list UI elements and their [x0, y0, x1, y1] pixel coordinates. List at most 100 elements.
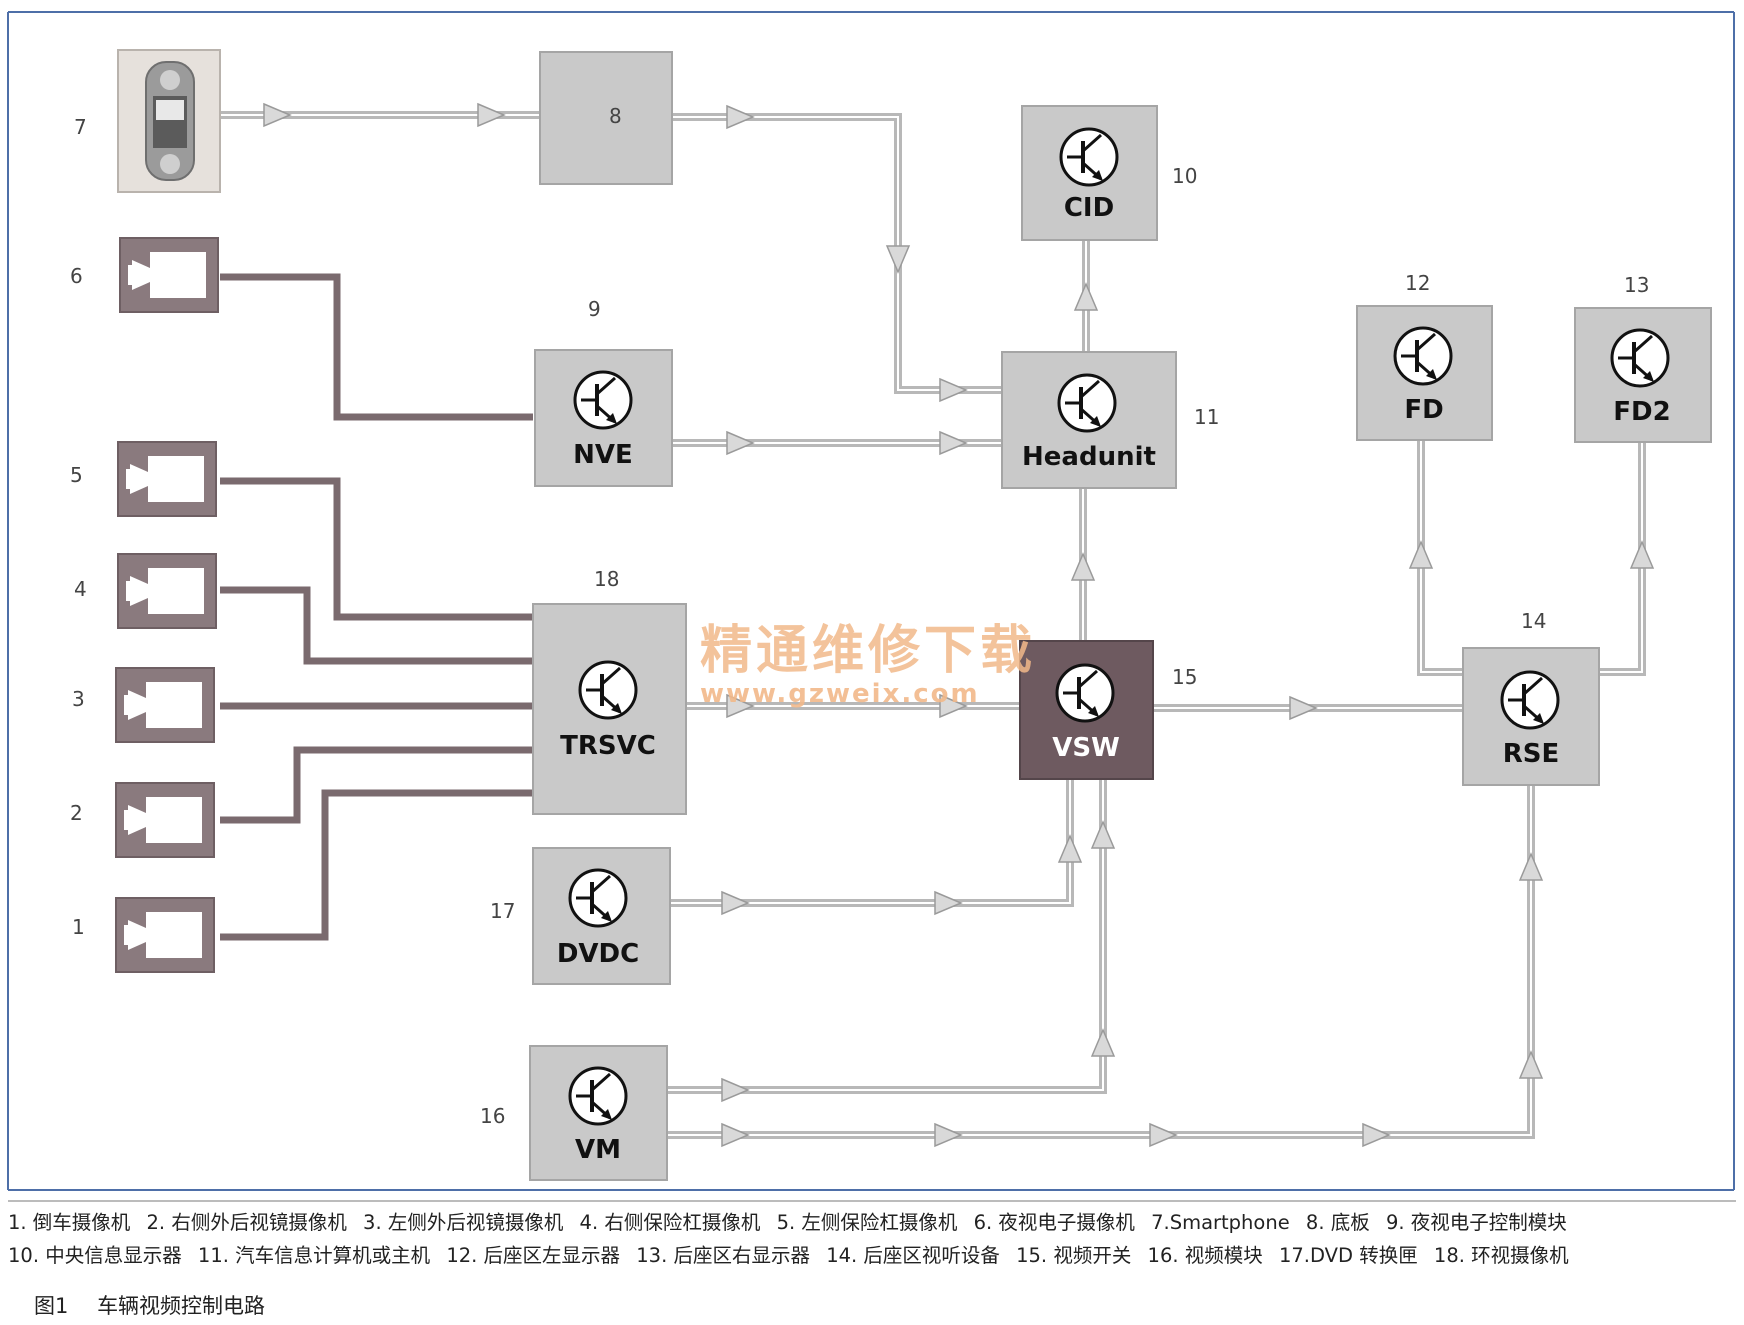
line-camera2-to-trsvc	[220, 746, 533, 824]
arrow-right	[1362, 1122, 1391, 1148]
legend-item: 7.Smartphone	[1151, 1211, 1290, 1234]
fd-node: FD	[1356, 305, 1493, 441]
vsw-label: VSW	[1052, 733, 1120, 763]
vsw-node: VSW	[1019, 640, 1154, 780]
camera-6	[119, 237, 219, 313]
number-6: 6	[70, 264, 83, 288]
caption-separator	[8, 1200, 1736, 1202]
cid-label: CID	[1064, 193, 1114, 223]
legend-item: 15. 视频开关	[1016, 1244, 1132, 1267]
watermark-title: 精通维修下载	[700, 620, 1036, 681]
number-2: 2	[70, 801, 83, 825]
legend-item: 4. 右侧保险杠摄像机	[579, 1211, 761, 1234]
number-11: 11	[1194, 405, 1219, 429]
transistor-icon	[578, 660, 638, 720]
camera-icon	[117, 553, 217, 629]
trsvc-label: TRSVC	[560, 731, 656, 761]
transistor-icon	[1057, 373, 1117, 433]
line-nightvision-camera-to-nve	[220, 273, 533, 421]
arrow-up	[1090, 820, 1116, 849]
legend-item: 8. 底板	[1305, 1211, 1370, 1234]
number-12: 12	[1405, 271, 1430, 295]
number-15: 15	[1172, 665, 1197, 689]
smartphone-node	[117, 49, 221, 193]
legend-item: 10. 中央信息显示器	[8, 1244, 182, 1267]
arrow-down	[885, 245, 911, 274]
vm-label: VM	[575, 1135, 621, 1165]
transistor-icon	[1059, 127, 1119, 187]
arrow-right	[726, 430, 755, 456]
dvdc-label: DVDC	[557, 939, 639, 969]
number-18: 18	[594, 567, 619, 591]
line-vm-to-vsw	[667, 780, 1107, 1094]
number-14: 14	[1521, 609, 1546, 633]
legend-item: 13. 后座区右显示器	[636, 1244, 810, 1267]
arrow-right	[934, 1122, 963, 1148]
arrow-right	[1149, 1122, 1178, 1148]
camera-2	[115, 782, 215, 858]
headunit-label: Headunit	[1022, 442, 1156, 472]
arrow-right	[939, 693, 968, 719]
number-10: 10	[1172, 164, 1197, 188]
number-7: 7	[74, 115, 87, 139]
line-board-to-headunit	[672, 113, 1002, 394]
rse-label: RSE	[1503, 739, 1560, 769]
fd2-label: FD2	[1613, 397, 1670, 427]
figure-title: 图1 车辆视频控制电路	[34, 1290, 287, 1320]
number-13: 13	[1624, 273, 1649, 297]
camera-3	[115, 667, 215, 743]
line-dvdc-to-vsw	[670, 780, 1074, 907]
legend-item: 3. 左侧外后视镜摄像机	[363, 1211, 564, 1234]
arrow-right	[726, 693, 755, 719]
camera-4	[117, 553, 217, 629]
legend-item: 17.DVD 转换匣	[1278, 1244, 1418, 1267]
transistor-icon	[573, 370, 633, 430]
number-16: 16	[480, 1104, 505, 1128]
legend-item: 1. 倒车摄像机	[8, 1211, 131, 1234]
arrow-right	[934, 890, 963, 916]
watermark-url: www.gzweix.com	[700, 679, 980, 709]
figure-number: 图1	[34, 1294, 69, 1318]
legend-item: 5. 左侧保险杠摄像机	[776, 1211, 958, 1234]
arrow-up	[1518, 1050, 1544, 1079]
number-8: 8	[609, 104, 622, 128]
headunit-node: Headunit	[1001, 351, 1177, 489]
board-node	[539, 51, 673, 185]
number-9: 9	[588, 297, 601, 321]
number-17: 17	[490, 899, 515, 923]
camera-icon	[115, 897, 215, 973]
legend-item: 2. 右侧外后视镜摄像机	[146, 1211, 347, 1234]
arrow-up	[1057, 834, 1083, 863]
legend-item: 16. 视频模块	[1147, 1244, 1263, 1267]
arrow-up	[1518, 852, 1544, 881]
line-camera5-to-trsvc	[220, 477, 533, 621]
fd2-node: FD2	[1574, 307, 1712, 443]
arrow-right	[263, 102, 292, 128]
transistor-icon	[568, 1066, 628, 1126]
vm-node: VM	[529, 1045, 668, 1181]
transistor-icon	[1393, 326, 1453, 386]
trsvc-node: TRSVC	[532, 603, 687, 815]
arrow-up	[1408, 540, 1434, 569]
figure-caption: 车辆视频控制电路	[97, 1294, 266, 1318]
arrow-right	[721, 1122, 750, 1148]
diagram-frame	[7, 11, 1735, 1191]
number-4: 4	[74, 577, 87, 601]
figure-legend: 1. 倒车摄像机 2. 右侧外后视镜摄像机 3. 左侧外后视镜摄像机 4. 右侧…	[8, 1206, 1733, 1272]
cid-node: CID	[1021, 105, 1158, 241]
rse-node: RSE	[1462, 647, 1600, 786]
arrow-right	[939, 430, 968, 456]
arrow-right	[726, 104, 755, 130]
legend-item: 18. 环视摄像机	[1433, 1244, 1569, 1267]
legend-item: 11. 汽车信息计算机或主机	[197, 1244, 431, 1267]
arrow-right	[721, 890, 750, 916]
camera-icon	[117, 441, 217, 517]
component-numbers: 7 6 5 4 3 2 1 8 9 10 11 12 13 14 15 16 1…	[70, 104, 1649, 1128]
arrow-up	[1090, 1028, 1116, 1057]
transistor-icon	[568, 868, 628, 928]
legend-item: 9. 夜视电子控制模块	[1385, 1211, 1567, 1234]
transistor-icon	[1055, 663, 1115, 723]
arrow-up	[1070, 552, 1096, 581]
legend-item: 6. 夜视电子摄像机	[973, 1211, 1135, 1234]
number-3: 3	[72, 687, 85, 711]
